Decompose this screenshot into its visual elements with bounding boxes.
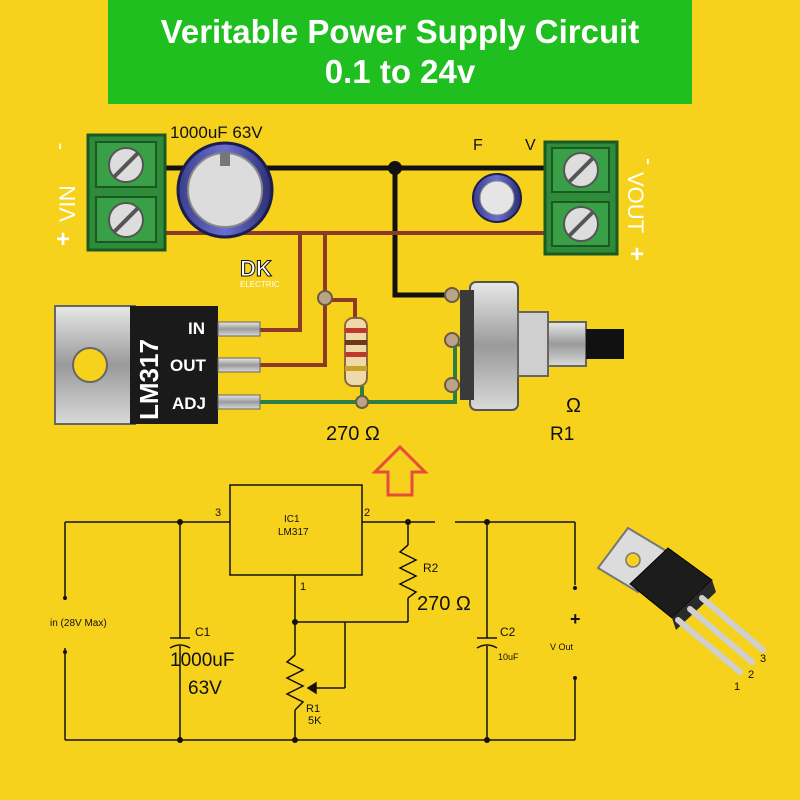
cap-big-label: 1000uF 63V xyxy=(170,123,263,142)
junction-dot xyxy=(317,290,333,306)
up-arrow-icon xyxy=(371,444,429,497)
title-line-2: 0.1 to 24v xyxy=(324,53,476,90)
pin-out-label: OUT xyxy=(170,356,207,375)
to220-pin2: 2 xyxy=(748,669,754,681)
schem-pin1: 1 xyxy=(300,581,306,593)
schem-ic-name: LM317 xyxy=(278,527,309,538)
schem-c2-value: 10uF xyxy=(498,652,519,662)
vout-terminal xyxy=(543,140,619,256)
vout-plus: + xyxy=(630,241,644,268)
capacitor-1000uf xyxy=(176,141,274,239)
vin-label: VIN xyxy=(55,185,80,222)
v-label: V xyxy=(525,137,536,154)
schem-r1-value: 5K xyxy=(308,715,322,727)
schem-r2-ref: R2 xyxy=(423,561,439,575)
schem-r2-value: 270 Ω xyxy=(417,593,471,615)
f-label: F xyxy=(473,137,483,154)
pot-omega: Ω xyxy=(566,395,581,417)
schem-input-label: in (28V Max) xyxy=(50,618,107,629)
pin-in-label: IN xyxy=(188,319,205,338)
vin-terminal xyxy=(86,133,167,252)
dk-logo-sub: ELECTRIC xyxy=(240,280,280,289)
schem-c2-ref: C2 xyxy=(500,625,516,639)
schem-r1-ref: R1 xyxy=(306,703,320,715)
schematic-dots xyxy=(63,519,577,743)
resistor-270 xyxy=(344,317,368,387)
schem-plus: + xyxy=(570,609,581,629)
pin-adj-label: ADJ xyxy=(172,394,206,413)
to220-pin3: 3 xyxy=(760,653,766,665)
schem-vout: V Out xyxy=(550,642,574,652)
schem-c1-ref: C1 xyxy=(195,625,211,639)
junction-dot xyxy=(388,161,402,175)
junction-dot xyxy=(355,395,369,409)
to220-pin1: 1 xyxy=(734,681,740,693)
pot-label: R1 xyxy=(550,424,574,445)
to220-package xyxy=(596,526,766,675)
schem-ic-ref: IC1 xyxy=(284,514,300,525)
schem-c1-value: 1000uF xyxy=(170,650,234,671)
schem-pin2: 2 xyxy=(364,507,370,519)
title-line-1: Veritable Power Supply Circuit xyxy=(160,13,640,51)
schem-pin3: 3 xyxy=(215,507,221,519)
capacitor-small xyxy=(472,173,522,223)
vin-minus: - xyxy=(46,143,71,150)
schematic-lines xyxy=(64,484,576,741)
potentiometer xyxy=(444,281,624,411)
schem-c1-voltage: 63V xyxy=(188,678,222,699)
resistor-label: 270 Ω xyxy=(326,423,380,445)
vin-plus: + xyxy=(56,226,70,253)
vout-label: VOUT xyxy=(623,172,648,233)
ic-name-label: LM317 xyxy=(134,339,164,420)
dk-logo: DK xyxy=(240,256,272,281)
lm317-package xyxy=(54,305,261,425)
vout-minus: - xyxy=(637,158,662,165)
title-banner: Veritable Power Supply Circuit 0.1 to 24… xyxy=(108,0,692,104)
